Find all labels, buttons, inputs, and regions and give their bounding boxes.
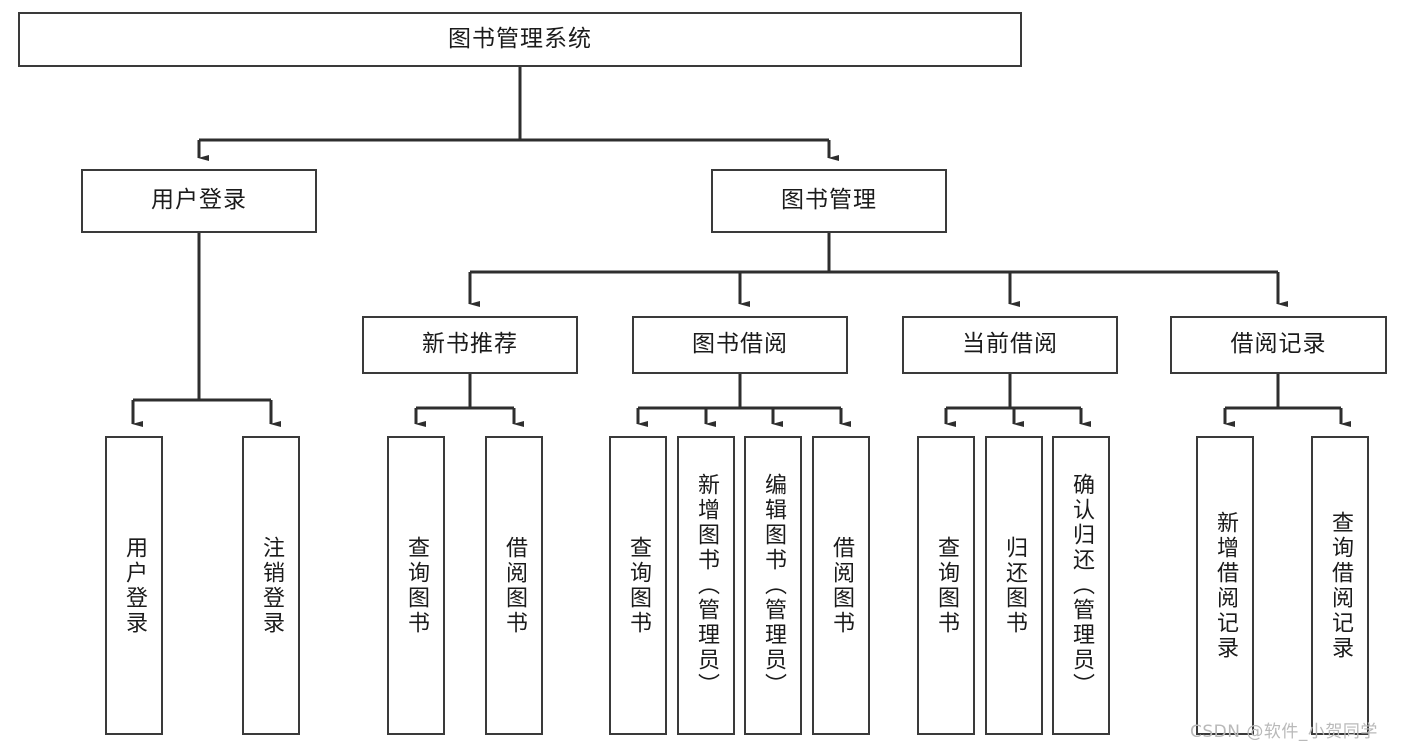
node-current-borrow-label: 当前借阅 — [962, 331, 1058, 358]
node-leaf-borrow-book-2-label: 借阅图书 — [828, 535, 854, 636]
node-leaf-add-record-label: 新增借阅记录 — [1212, 510, 1238, 661]
node-borrow-record[interactable]: 借阅记录 — [1170, 316, 1387, 374]
node-borrow-record-label: 借阅记录 — [1230, 331, 1327, 358]
node-leaf-query-book-1[interactable]: 查询图书 — [387, 436, 445, 735]
node-leaf-user-login-label: 用户登录 — [121, 535, 147, 636]
node-leaf-query-book-3-label: 查询图书 — [933, 535, 959, 636]
node-book-manage[interactable]: 图书管理 — [711, 169, 947, 233]
node-leaf-add-book-label: 新增图书（管理员） — [693, 473, 719, 698]
node-leaf-borrow-book-1-label: 借阅图书 — [501, 535, 527, 636]
node-current-borrow[interactable]: 当前借阅 — [902, 316, 1118, 374]
node-leaf-query-book-2[interactable]: 查询图书 — [609, 436, 667, 735]
node-leaf-return-book-label: 归还图书 — [1001, 535, 1027, 636]
node-leaf-confirm-return-label: 确认归还（管理员） — [1068, 473, 1094, 698]
node-leaf-add-book[interactable]: 新增图书（管理员） — [677, 436, 735, 735]
csdn-watermark: CSDN @软件_小贺同学 — [1190, 722, 1378, 742]
node-user-login[interactable]: 用户登录 — [81, 169, 317, 233]
node-leaf-borrow-book-2[interactable]: 借阅图书 — [812, 436, 870, 735]
node-book-manage-label: 图书管理 — [781, 187, 877, 214]
node-leaf-borrow-book-1[interactable]: 借阅图书 — [485, 436, 543, 735]
node-leaf-user-login[interactable]: 用户登录 — [105, 436, 163, 735]
node-new-book-recommend[interactable]: 新书推荐 — [362, 316, 578, 374]
node-leaf-logout-label: 注销登录 — [258, 535, 284, 636]
node-leaf-confirm-return[interactable]: 确认归还（管理员） — [1052, 436, 1110, 735]
node-leaf-query-book-1-label: 查询图书 — [403, 535, 429, 636]
node-leaf-edit-book[interactable]: 编辑图书（管理员） — [744, 436, 802, 735]
node-leaf-add-record[interactable]: 新增借阅记录 — [1196, 436, 1254, 735]
node-leaf-query-book-2-label: 查询图书 — [625, 535, 651, 636]
node-book-borrow-label: 图书借阅 — [692, 331, 788, 358]
node-leaf-query-book-3[interactable]: 查询图书 — [917, 436, 975, 735]
node-user-login-label: 用户登录 — [151, 187, 247, 214]
node-root-label: 图书管理系统 — [448, 25, 592, 52]
node-leaf-logout[interactable]: 注销登录 — [242, 436, 300, 735]
node-leaf-query-record-label: 查询借阅记录 — [1327, 510, 1353, 661]
node-root[interactable]: 图书管理系统 — [18, 12, 1022, 67]
node-leaf-query-record[interactable]: 查询借阅记录 — [1311, 436, 1369, 735]
node-leaf-edit-book-label: 编辑图书（管理员） — [760, 473, 786, 698]
node-leaf-return-book[interactable]: 归还图书 — [985, 436, 1043, 735]
node-new-book-recommend-label: 新书推荐 — [422, 331, 518, 358]
node-book-borrow[interactable]: 图书借阅 — [632, 316, 848, 374]
